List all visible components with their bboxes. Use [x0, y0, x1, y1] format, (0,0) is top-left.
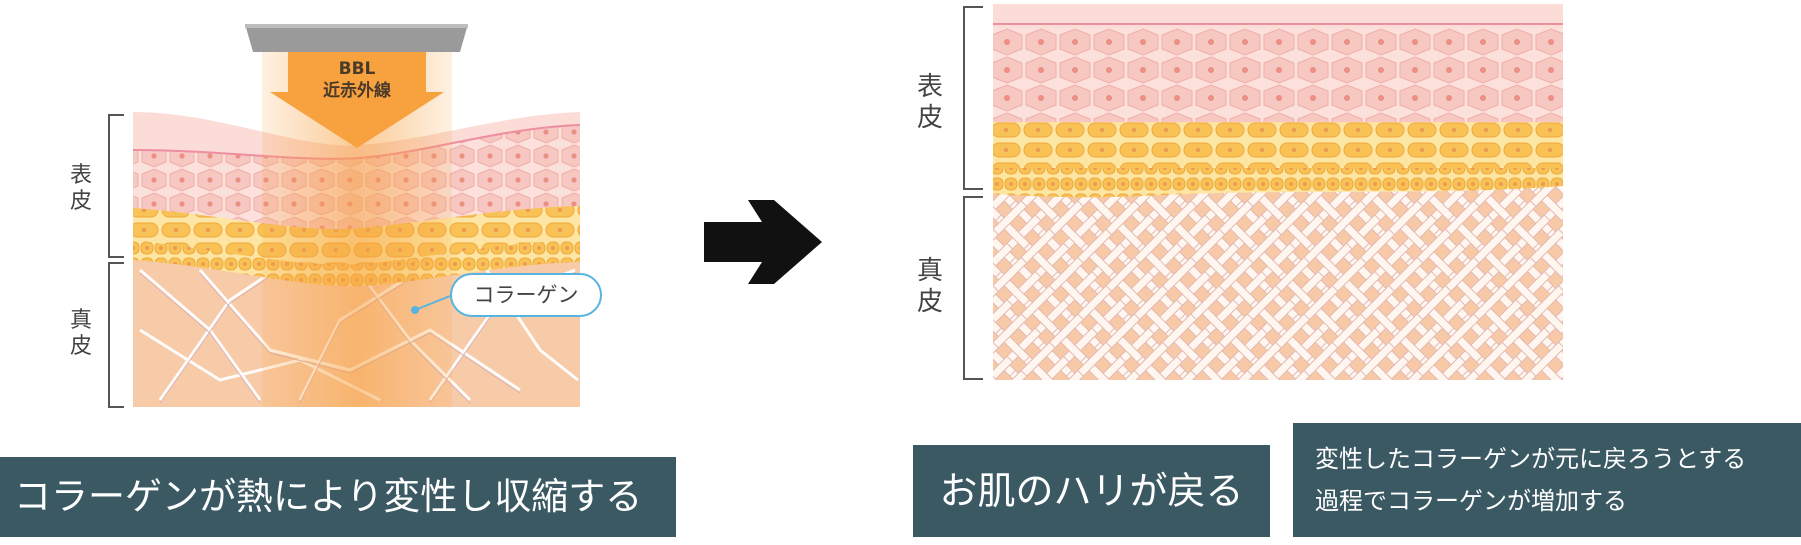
process-arrow-icon: [704, 200, 822, 284]
right-caption-main: お肌のハリが戻る: [913, 445, 1270, 537]
right-epidermis-label: 表皮: [916, 72, 943, 133]
right-dermis-layer: [993, 186, 1563, 380]
right-basal-cell-layer: [993, 166, 1563, 198]
left-epidermis-bracket: [108, 114, 124, 258]
left-dermis-bracket: [108, 262, 124, 408]
bbl-label-line2: 近赤外線: [323, 81, 391, 101]
right-epidermis-bracket: [963, 6, 983, 190]
bbl-label: BBL 近赤外線: [300, 58, 414, 102]
near-infrared-arrow-icon: [270, 52, 444, 148]
right-caption-note-line2: 過程でコラーゲンが増加する: [1315, 487, 1627, 515]
right-dermis-label: 真皮: [916, 256, 943, 317]
callout-pointer-icon: [411, 295, 451, 314]
right-caption-note: 変性したコラーゲンが元に戻ろうとする 過程でコラーゲンが増加する: [1293, 423, 1801, 537]
left-caption: コラーゲンが熱により変性し収縮する: [0, 457, 676, 537]
bbl-device-head: [245, 24, 468, 52]
right-granular-layer: [993, 120, 1563, 168]
right-epidermis-cells: [993, 28, 1563, 122]
right-caption-note-line1: 変性したコラーゲンが元に戻ろうとする: [1315, 445, 1747, 473]
right-dermis-bracket: [963, 196, 983, 380]
collagen-callout: コラーゲン: [450, 273, 602, 317]
right-skin-diagram: [993, 4, 1563, 380]
left-dermis-label: 真皮: [69, 308, 92, 359]
left-skin-surface: [133, 112, 580, 159]
bbl-label-line1: BBL: [338, 59, 376, 79]
left-epidermis-label: 表皮: [69, 163, 92, 214]
